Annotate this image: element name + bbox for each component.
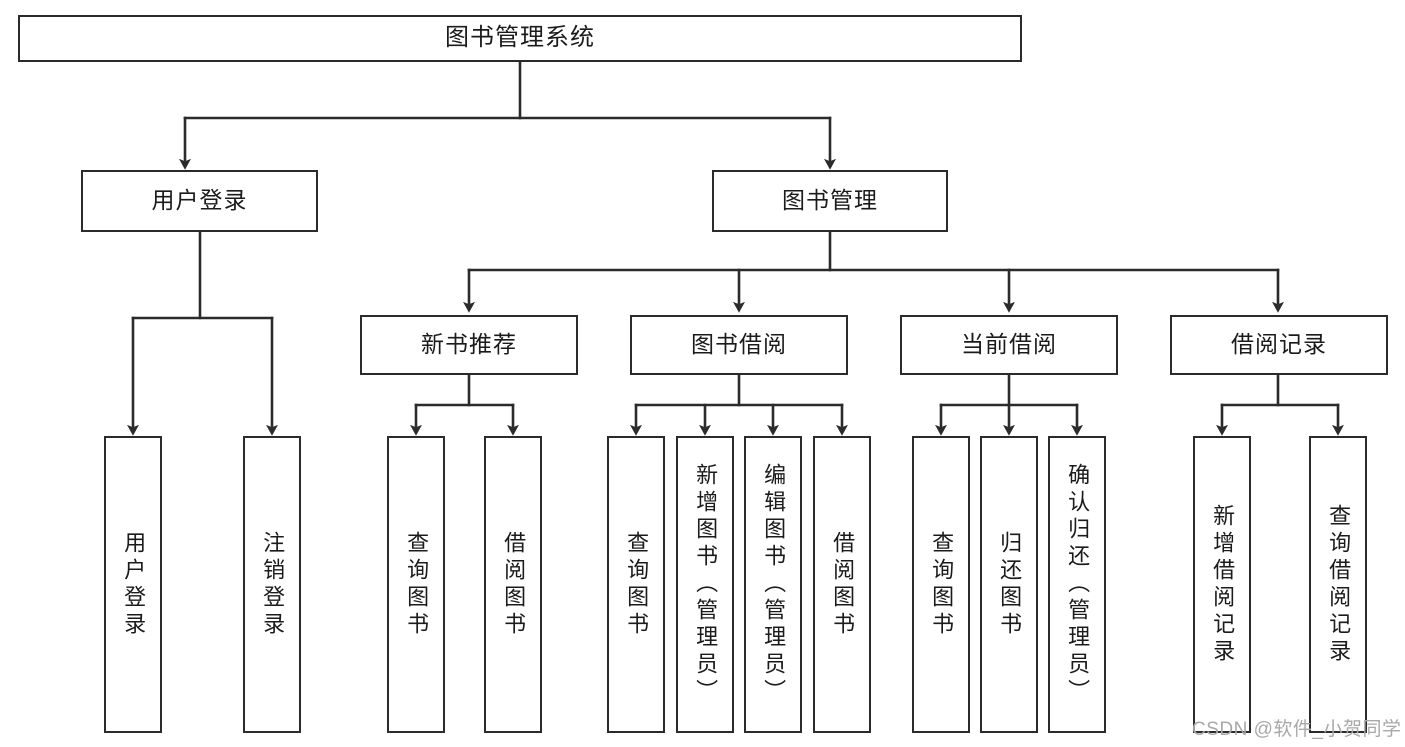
- node-leaf-query-record[interactable]: 查询借阅记录: [1309, 436, 1367, 733]
- node-leaf-borrow-book-2[interactable]: 借阅图书: [813, 436, 871, 733]
- node-label-current-borrow: 当前借阅: [961, 331, 1057, 358]
- node-label-leaf-query-book-2: 查询图书: [624, 530, 650, 639]
- node-root-system[interactable]: 图书管理系统: [18, 15, 1022, 62]
- node-user-login[interactable]: 用户登录: [81, 170, 318, 232]
- node-label-user-login: 用户登录: [151, 187, 248, 214]
- node-leaf-logout-login[interactable]: 注销登录: [243, 436, 301, 733]
- node-label-leaf-confirm-return: 确认归还（管理员）: [1065, 463, 1091, 706]
- node-label-leaf-add-book: 新增图书（管理员）: [693, 463, 719, 706]
- node-label-leaf-query-book-3: 查询图书: [929, 530, 955, 639]
- node-label-leaf-borrow-book-2: 借阅图书: [830, 530, 856, 639]
- node-book-borrow[interactable]: 图书借阅: [630, 315, 848, 375]
- node-leaf-add-book[interactable]: 新增图书（管理员）: [676, 436, 734, 733]
- node-label-leaf-borrow-book-1: 借阅图书: [501, 530, 527, 639]
- node-leaf-borrow-book-1[interactable]: 借阅图书: [484, 436, 542, 733]
- node-leaf-add-record[interactable]: 新增借阅记录: [1193, 436, 1251, 733]
- node-label-leaf-query-book-1: 查询图书: [404, 530, 430, 639]
- node-current-borrow[interactable]: 当前借阅: [900, 315, 1118, 375]
- node-label-leaf-logout-login: 注销登录: [260, 530, 286, 639]
- node-leaf-return-book[interactable]: 归还图书: [980, 436, 1038, 733]
- node-leaf-query-book-1[interactable]: 查询图书: [387, 436, 445, 733]
- node-label-book-borrow: 图书借阅: [691, 331, 787, 358]
- node-leaf-query-book-2[interactable]: 查询图书: [607, 436, 665, 733]
- node-book-management[interactable]: 图书管理: [712, 170, 948, 232]
- node-label-leaf-user-login: 用户登录: [121, 530, 147, 639]
- node-new-book-recommend[interactable]: 新书推荐: [360, 315, 578, 375]
- node-label-root: 图书管理系统: [445, 24, 595, 52]
- node-leaf-confirm-return[interactable]: 确认归还（管理员）: [1048, 436, 1106, 733]
- node-borrow-record[interactable]: 借阅记录: [1170, 315, 1388, 375]
- node-leaf-query-book-3[interactable]: 查询图书: [912, 436, 970, 733]
- node-label-leaf-add-record: 新增借阅记录: [1210, 503, 1236, 666]
- node-leaf-user-login[interactable]: 用户登录: [104, 436, 162, 733]
- node-label-leaf-query-record: 查询借阅记录: [1326, 503, 1352, 666]
- node-label-new-book-recommend: 新书推荐: [421, 331, 517, 358]
- watermark-text: CSDN @软件_小贺同学: [1192, 719, 1402, 740]
- node-label-leaf-return-book: 归还图书: [997, 530, 1023, 639]
- node-label-borrow-record: 借阅记录: [1231, 331, 1327, 358]
- node-label-leaf-edit-book: 编辑图书（管理员）: [761, 463, 787, 706]
- node-label-book-management: 图书管理: [782, 187, 878, 214]
- node-leaf-edit-book[interactable]: 编辑图书（管理员）: [744, 436, 802, 733]
